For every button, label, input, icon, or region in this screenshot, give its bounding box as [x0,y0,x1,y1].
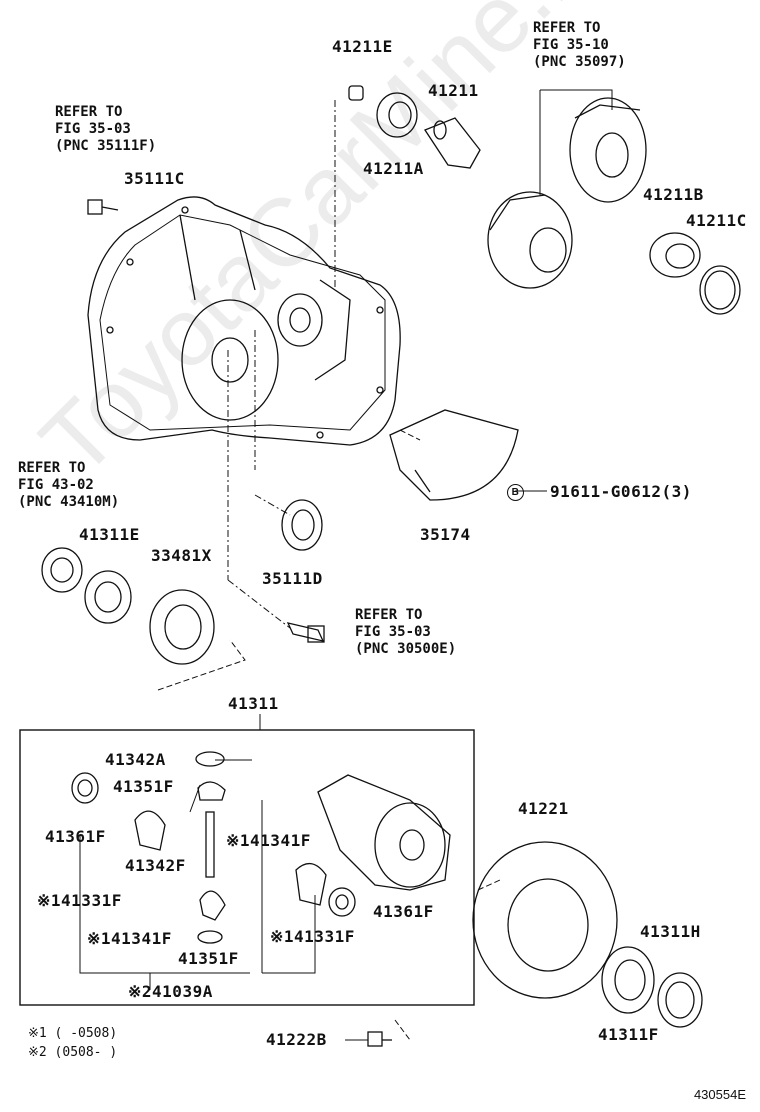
ref-note-35111f: REFER TO FIG 35-03 (PNC 35111F) [55,104,156,155]
label-41311[interactable]: 41311 [228,694,279,713]
box-leaders [79,800,316,990]
part-35111d [281,499,323,551]
ref-line: FIG 35-03 [355,624,431,640]
part-41361f-right [328,887,356,917]
part-41221 [472,841,618,999]
part-41311f [601,946,655,1014]
label-41331f-right[interactable]: ※141331F [270,927,355,946]
part-41211e [348,85,364,101]
part-35174 [389,409,519,501]
part-41351f-top [197,781,226,801]
label-41311h[interactable]: 41311H [640,922,701,941]
part-33481x [149,589,215,665]
part-41342f-pin [205,811,215,878]
part-41341f-left-gear [199,890,226,921]
label-41211e[interactable]: 41211E [332,37,393,56]
label-41341f-left[interactable]: ※141341F [87,929,172,948]
ref-line: REFER TO [355,607,423,623]
ref-note-30500e: REFER TO FIG 35-03 (PNC 30500E) [355,607,456,658]
ref-line: (PNC 35111F) [55,138,157,154]
part-pinion-left [134,810,166,851]
label-35111c[interactable]: 35111C [124,169,185,188]
bolt-30500e [286,622,325,643]
assembly-41311-box [19,729,475,1006]
label-41331f-left[interactable]: ※141331F [37,891,122,910]
label-41342f[interactable]: 41342F [125,856,186,875]
label-91611[interactable]: B 91611-G0612(3) [507,483,692,501]
transmission-case-drawing [87,196,401,446]
bolt-35111c [87,199,119,215]
label-35111d[interactable]: 35111D [262,569,323,588]
label-41311f[interactable]: 41311F [598,1025,659,1044]
part-41311e-bearing [84,570,132,624]
leader-lines [157,89,613,1041]
label-41342a[interactable]: 41342A [105,750,166,769]
part-41342a [195,751,225,767]
label-41039a[interactable]: ※241039A [128,982,213,1001]
footnote-2: ※2 (0508- ) [28,1045,118,1060]
ref-line: FIG 35-10 [533,37,609,53]
ref-line: (PNC 43410M) [18,494,120,510]
ref-line: REFER TO [18,460,86,476]
label-41311e[interactable]: 41311E [79,525,140,544]
part-41222b [367,1031,392,1047]
label-41361f-left[interactable]: 41361F [45,827,106,846]
ref-note-43410m: REFER TO FIG 43-02 (PNC 43410M) [18,460,119,511]
part-41211a [376,92,418,138]
part-41311h [657,972,703,1028]
part-41211c [699,265,741,315]
part-41351f-bottom [197,930,223,944]
label-41222b[interactable]: 41222B [266,1030,327,1049]
figure-id: 430554E [693,1087,746,1102]
part-41211 [424,117,481,169]
part-41311e [41,547,83,593]
ref-line: (PNC 30500E) [355,641,457,657]
label-41211[interactable]: 41211 [428,81,479,100]
label-41211b[interactable]: 41211B [643,185,704,204]
ref-line: REFER TO [533,20,601,36]
part-pinion-right [295,863,327,906]
gear-35097-bottom [487,191,573,289]
part-41361f-left [71,772,99,804]
label-35174[interactable]: 35174 [420,525,471,544]
label-41221[interactable]: 41221 [518,799,569,818]
label-33481x[interactable]: 33481X [151,546,212,565]
ref-line: FIG 35-03 [55,121,131,137]
label-41361f-right[interactable]: 41361F [373,902,434,921]
label-41351f-top[interactable]: 41351F [113,777,174,796]
label-41211c[interactable]: 41211C [686,211,747,230]
ref-line: (PNC 35097) [533,54,626,70]
footnote-1: ※1 ( -0508) [28,1026,118,1041]
ref-line: REFER TO [55,104,123,120]
label-91611-text: 91611-G0612(3) [550,482,692,501]
label-41211a[interactable]: 41211A [363,159,424,178]
label-41351f-bottom[interactable]: 41351F [178,949,239,968]
ref-line: FIG 43-02 [18,477,94,493]
part-41211b [649,232,701,278]
differential-case [317,774,451,891]
circled-b-mark: B [507,484,524,501]
label-41341f-right[interactable]: ※141341F [226,831,311,850]
ref-note-35097: REFER TO FIG 35-10 (PNC 35097) [533,20,626,71]
gear-35097-top [569,97,647,203]
